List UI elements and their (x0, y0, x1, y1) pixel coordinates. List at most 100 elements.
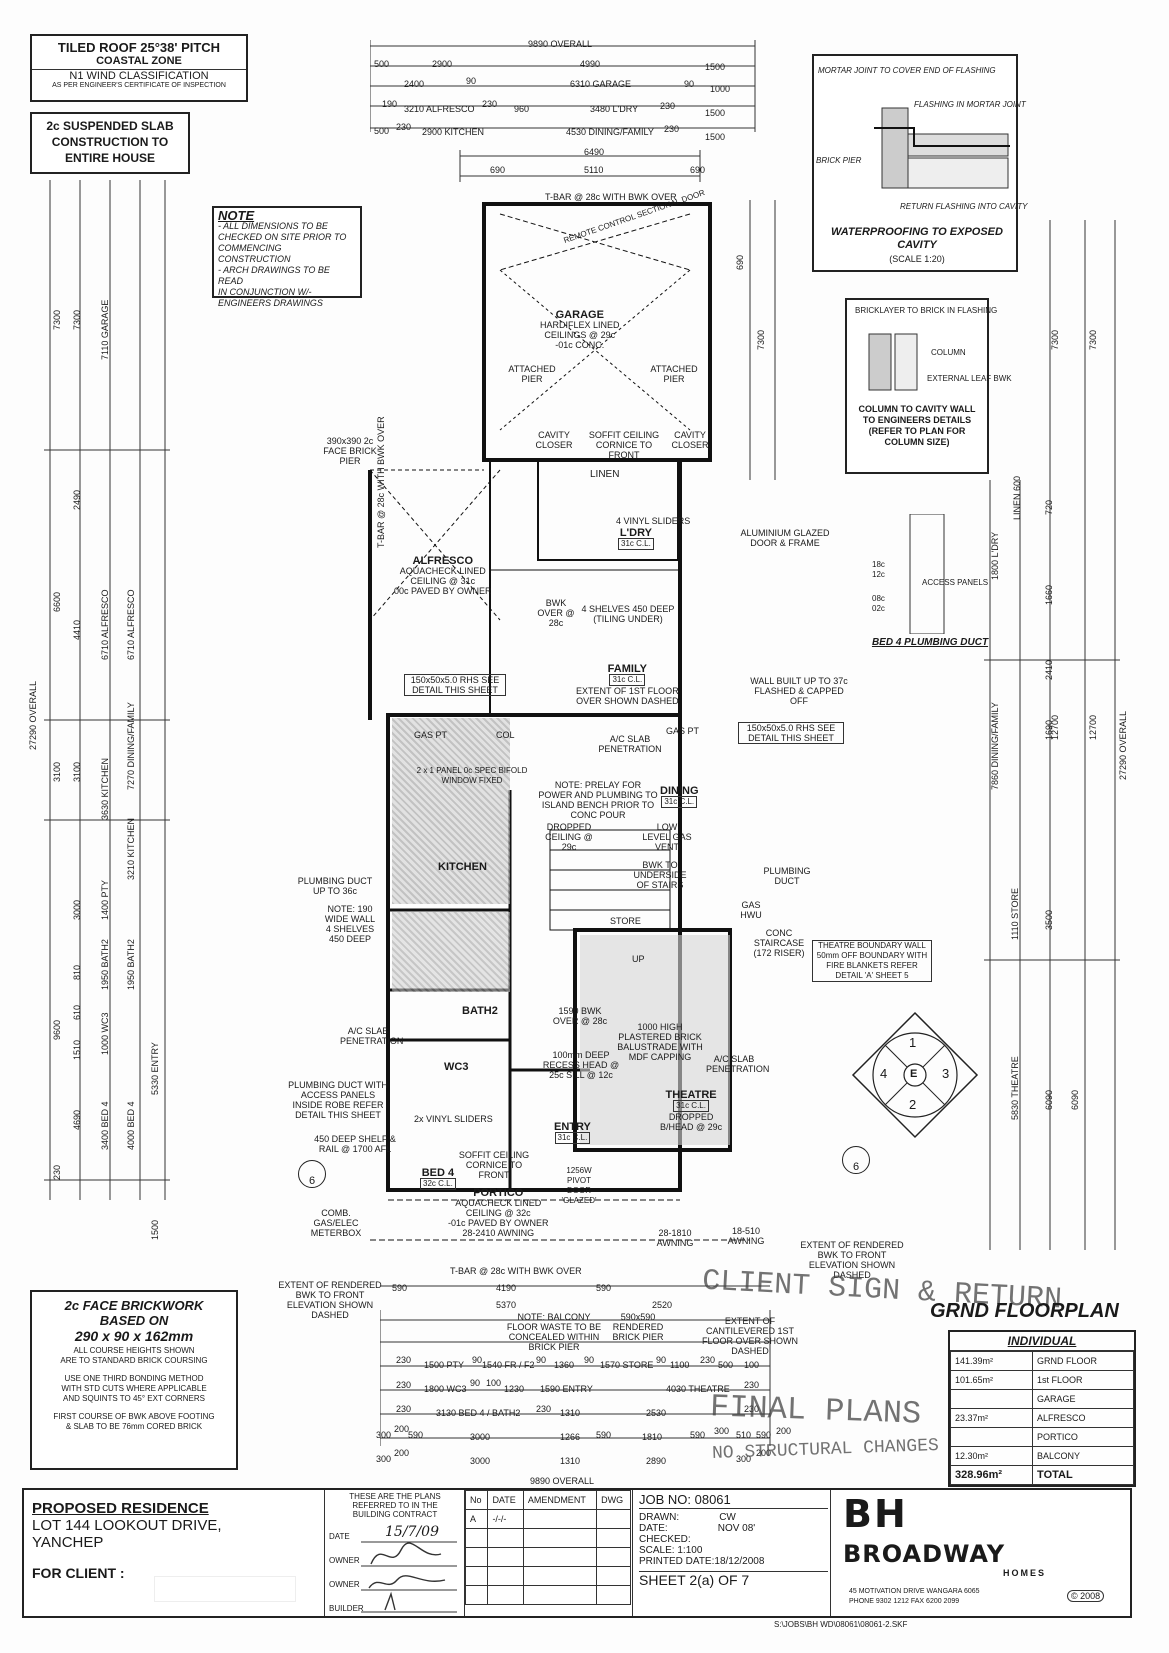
brick-body: WITH STD CUTS WHERE APPLICABLE (61, 1384, 207, 1393)
left-inner2-dim: 3210 KITCHEN (126, 817, 136, 880)
top-dim: 1500 (705, 132, 726, 142)
bottom-dim: 1540 FR / F2 (482, 1360, 535, 1370)
duct-title: BED 4 PLUMBING DUCT (871, 637, 989, 648)
top-dim: 1000 (710, 84, 731, 94)
area-label: GARAGE (1032, 1389, 1134, 1409)
bottom-dim: 4030 THEATRE (666, 1384, 730, 1394)
note-meter: COMB. GAS/ELEC METERBOX (310, 1208, 362, 1238)
bottom-dim: 1266 (560, 1432, 581, 1442)
brick-body (32, 1404, 236, 1412)
note-up: UP (632, 954, 645, 964)
left-mid-dim: 610 (72, 1004, 82, 1020)
area-value (949, 1389, 1034, 1409)
note-conc-stair: CONC STAIRCASE (172 RISER) (753, 928, 805, 958)
sig-owner2-label: OWNER (329, 1580, 360, 1589)
bottom-dim: 100 (744, 1360, 760, 1370)
family-ceiling: 31c C.L. (609, 674, 646, 686)
left-inner2-dim: 7270 DINING/FAMILY (126, 702, 136, 790)
job-info: JOB NO: 08061 DRAWN:CW DATE:NOV 08' CHEC… (632, 1490, 828, 1616)
wind-class: N1 WIND CLASSIFICATION (32, 69, 246, 82)
dining-ceiling: 31c C.L. (661, 796, 698, 808)
top-dim: 5110 (584, 165, 604, 175)
right-mid-dim: 7860 DINING/FAMILY (990, 702, 1000, 790)
waterproofing-detail: MORTAR JOINT TO COVER END OF FLASHING FL… (812, 54, 1027, 272)
contract-note: THESE ARE THE PLANS (349, 1492, 441, 1501)
bed4-ceiling: 32c C.L. (420, 1178, 456, 1190)
bottom-dim: 3000 (470, 1432, 491, 1442)
left-dimension-lines (44, 180, 170, 1200)
left-mid-dim: 7300 (72, 309, 82, 330)
amend-header: DWG (596, 1490, 631, 1510)
area-row: GARAGE (949, 1389, 1134, 1409)
right-inner-dim: 2410 (1044, 659, 1054, 680)
amend-header: DATE (487, 1490, 524, 1510)
amend-cell (596, 1509, 631, 1529)
note-theatre-wall: THEATRE BOUNDARY WALL 50mm OFF BOUNDARY … (812, 940, 932, 982)
room-garage: GARAGE HARDIFLEX LINED CEILINGS @ 29c -0… (540, 310, 620, 351)
left-mid-dim: 4410 (72, 619, 82, 640)
note-ac-slab-theatre: A/C SLAB PENETRATION (706, 1054, 770, 1074)
note-wide-wall: NOTE: 190 WIDE WALL 4 SHELVES 450 DEEP (324, 904, 376, 944)
right-outer-dim: 7300 (1050, 329, 1060, 350)
bottom-dimension-lines (380, 1285, 771, 1446)
col-label-bricklayer: BRICKLAYER TO BRICK IN FLASHING (855, 306, 998, 315)
area-value: 101.65m² (949, 1370, 1034, 1390)
amendments-table: No DATE AMENDMENT DWG A -/-/- (464, 1490, 631, 1616)
note-line: - ALL DIMENSIONS TO BE (218, 221, 328, 231)
note-dropped-ceiling: DROPPED CEILING @ 29c (545, 822, 593, 852)
bottom-dim: 1310 (560, 1456, 581, 1466)
left-mid-dim: 3000 (72, 899, 82, 920)
top-dim: 690 (490, 165, 506, 175)
portico-sub: 28-2410 AWNING (462, 1228, 535, 1238)
alfresco-sub: CEILING @ 31c (410, 576, 476, 586)
brick-title-1: 2c FACE BRICKWORK (64, 1298, 204, 1313)
bottom-dim: 90 (472, 1355, 483, 1365)
right-inner-dim: 3500 (1044, 909, 1054, 930)
company-address: 45 MOTIVATION DRIVE WANGARA 6065 (849, 1588, 980, 1595)
family-sub: OVER SHOWN DASHED (576, 696, 679, 706)
room-theatre: THEATRE 31c C.L. DROPPED B/HEAD @ 29c (660, 1090, 722, 1133)
laundry-ceiling: 31c C.L. (618, 538, 654, 550)
coastal-zone: COASTAL ZONE (96, 55, 182, 67)
top-dim: 1500 (705, 108, 726, 118)
company-phone: PHONE 9302 1212 FAX 6200 2099 (849, 1598, 960, 1605)
right-mid-dim: 1800 L'DRY (990, 531, 1000, 580)
top-dim: 230 (660, 101, 676, 111)
note-attached-pier-r: ATTACHED PIER (650, 364, 698, 384)
stamp-final-plans: FINAL PLANS (709, 1388, 922, 1433)
top-dim: 690 (690, 165, 706, 175)
note-shelf: 450 DEEP SHELF & RAIL @ 1700 AFL (314, 1134, 396, 1154)
amend-header-row: No DATE AMENDMENT DWG (464, 1490, 631, 1510)
left-inner2-dim: 5330 ENTRY (150, 1042, 160, 1095)
entry-name: ENTRY (554, 1121, 591, 1133)
sheet-number: SHEET 2(a) OF 7 (639, 1571, 828, 1587)
signature-scribbles (361, 1541, 457, 1613)
bottom-dim: 1810 (642, 1432, 663, 1442)
left-mid-dim: 4690 (72, 1109, 82, 1130)
bottom-dim: 200 (776, 1426, 792, 1436)
compass-shape (851, 1011, 979, 1139)
floorplan-title: GRND FLOORPLAN (930, 1300, 1119, 1322)
bottom-extra-dim: 5370 (496, 1300, 517, 1310)
note-soffit: SOFFIT CEILING CORNICE TO FRONT (588, 430, 660, 460)
area-label: 1st FLOOR (1032, 1370, 1134, 1390)
bath-hatched-area (392, 912, 510, 992)
amend-row (464, 1528, 631, 1548)
bottom-dim: 590 (756, 1430, 772, 1440)
bottom-dim: 500 (718, 1360, 734, 1370)
top-dim: 3480 L'DRY (590, 104, 639, 114)
alfresco-sub: 00c PAVED BY OWNER (394, 586, 492, 596)
note-awning2: 18-510 AWNING (727, 1226, 765, 1246)
amend-cell: A (464, 1509, 489, 1529)
note-vinyl-sliders: 4 VINYL SLIDERS (616, 516, 691, 526)
note-tbar-top: T-BAR @ 28c WITH BWK OVER (545, 192, 677, 202)
amendments: No DATE AMENDMENT DWG A -/-/- (464, 1490, 631, 1605)
floor-plan-walls (368, 202, 750, 1241)
copyright: © 2008 (1067, 1590, 1105, 1602)
note-ac-slab: A/C SLAB PENETRATION (598, 734, 662, 754)
kitchen-hatched-area (392, 718, 510, 904)
area-label: GRND FLOOR (1032, 1351, 1134, 1371)
company-block: BH BROADWAY HOMES 45 MOTIVATION DRIVE WA… (830, 1490, 1131, 1616)
brick-body: USE ONE THIRD BONDING METHOD (64, 1374, 204, 1383)
